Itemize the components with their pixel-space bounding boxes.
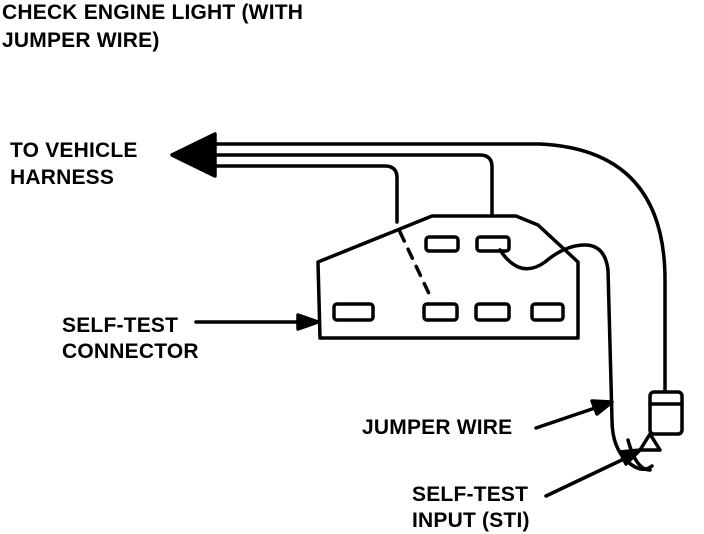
self-test-input-label-line-2: INPUT (STI) xyxy=(412,509,530,532)
dashed-internal-wire xyxy=(398,230,434,302)
connector-pin-top-left xyxy=(424,235,460,253)
harness-wire-outer xyxy=(210,142,667,394)
connector-pin-bottom-1 xyxy=(332,302,375,322)
title-line-2: JUMPER WIRE) xyxy=(2,29,160,52)
jumper-wire xyxy=(498,243,654,471)
self-test-connector-body xyxy=(316,214,580,340)
connector-leader-arrow-icon xyxy=(296,313,320,331)
harness-arrow-icon xyxy=(170,132,217,178)
harness-wire-middle xyxy=(210,153,494,244)
harness-wire-inner xyxy=(210,164,399,224)
jumper-wire-return xyxy=(626,438,652,472)
vehicle-harness-label-line-2: HARNESS xyxy=(10,166,115,189)
title-line-1: CHECK ENGINE LIGHT (WITH xyxy=(2,1,304,24)
jumper-leader xyxy=(534,406,597,430)
self-test-connector-label-line-2: CONNECTOR xyxy=(62,340,199,363)
jumper-wire-label: JUMPER WIRE xyxy=(362,416,513,439)
connector-pin-bottom-4 xyxy=(530,302,565,322)
sti-leader-arrow-icon xyxy=(618,448,642,466)
self-test-connector-label-line-1: SELF-TEST xyxy=(62,314,179,337)
jumper-leader-arrow-icon xyxy=(590,399,614,416)
sti-leader xyxy=(544,456,628,498)
connector-pin-bottom-2 xyxy=(422,302,459,322)
vehicle-harness-label-line-1: TO VEHICLE xyxy=(10,139,138,162)
self-test-input-label-line-1: SELF-TEST xyxy=(412,483,529,506)
self-test-input-plug xyxy=(648,390,684,436)
connector-pin-bottom-3 xyxy=(474,302,511,322)
connector-pin-top-right xyxy=(475,235,511,253)
